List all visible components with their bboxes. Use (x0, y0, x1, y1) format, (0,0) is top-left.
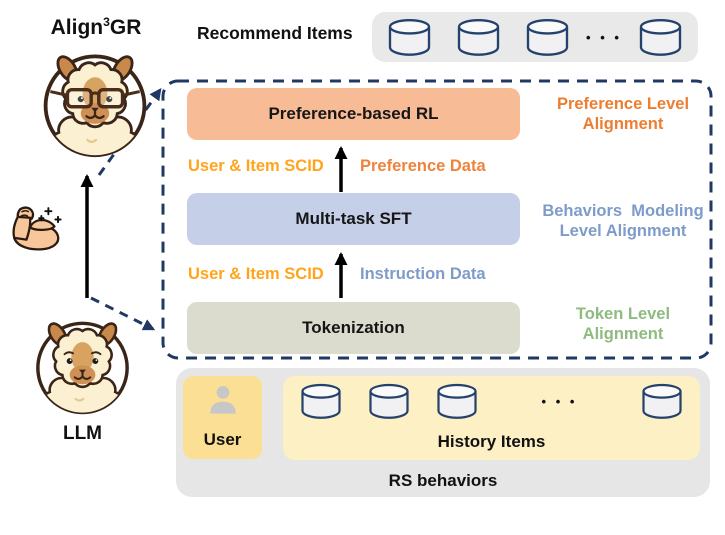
user-item-scid-label-2: User & Item SCID (188, 265, 324, 283)
page-title: Align3GR (50, 15, 142, 39)
stage-preference-based-rl: Preference-based RL (187, 88, 520, 140)
preference-level-alignment-label: Preference Level Alignment (556, 95, 690, 133)
muscle-icon (12, 206, 62, 251)
sparkle-icons (38, 207, 62, 224)
database-icon (437, 383, 477, 419)
database-icon (639, 18, 682, 56)
recommend-items-strip: • • • (372, 12, 698, 62)
stage-multi-task-sft: Multi-task SFT (187, 193, 520, 245)
history-items-label: History Items (437, 432, 546, 451)
database-icon (369, 383, 409, 419)
history-database-row: • • • (283, 383, 700, 420)
ellipsis-dots: • • • (586, 29, 622, 45)
recommend-database-icons-tail (638, 18, 683, 57)
ellipsis-dots: • • • (541, 394, 578, 409)
instruction-data-label: Instruction Data (360, 265, 486, 283)
rs-behaviors-label: RS behaviors (388, 471, 498, 490)
database-icon (642, 383, 682, 419)
database-icon (301, 383, 341, 419)
stage-tokenization: Tokenization (187, 302, 520, 354)
token-level-alignment-label: Token Level Alignment (575, 305, 671, 343)
recommend-items-label: Recommend Items (197, 23, 353, 43)
behaviors-modeling-level-alignment-label: Behaviors Modeling Level Alignment (542, 202, 704, 240)
glasses-icon (65, 87, 125, 109)
history-items-box: • • • History Items (283, 376, 700, 460)
history-database-icons-tail (640, 383, 684, 420)
title-superscript: 3 (103, 15, 110, 29)
user-box: User (183, 376, 262, 459)
user-label: User (203, 430, 242, 449)
history-database-icons (299, 383, 479, 420)
user-item-scid-label-1: User & Item SCID (188, 157, 324, 175)
database-icon (457, 18, 500, 56)
preference-data-label: Preference Data (360, 157, 486, 175)
llm-label: LLM (62, 423, 103, 444)
llm-llama-icon (36, 321, 129, 415)
database-icon (526, 18, 569, 56)
database-icon (388, 18, 431, 56)
user-icon (209, 385, 236, 414)
align3gr-llama-glasses-icon (43, 54, 147, 158)
recommend-database-icons (387, 18, 570, 57)
